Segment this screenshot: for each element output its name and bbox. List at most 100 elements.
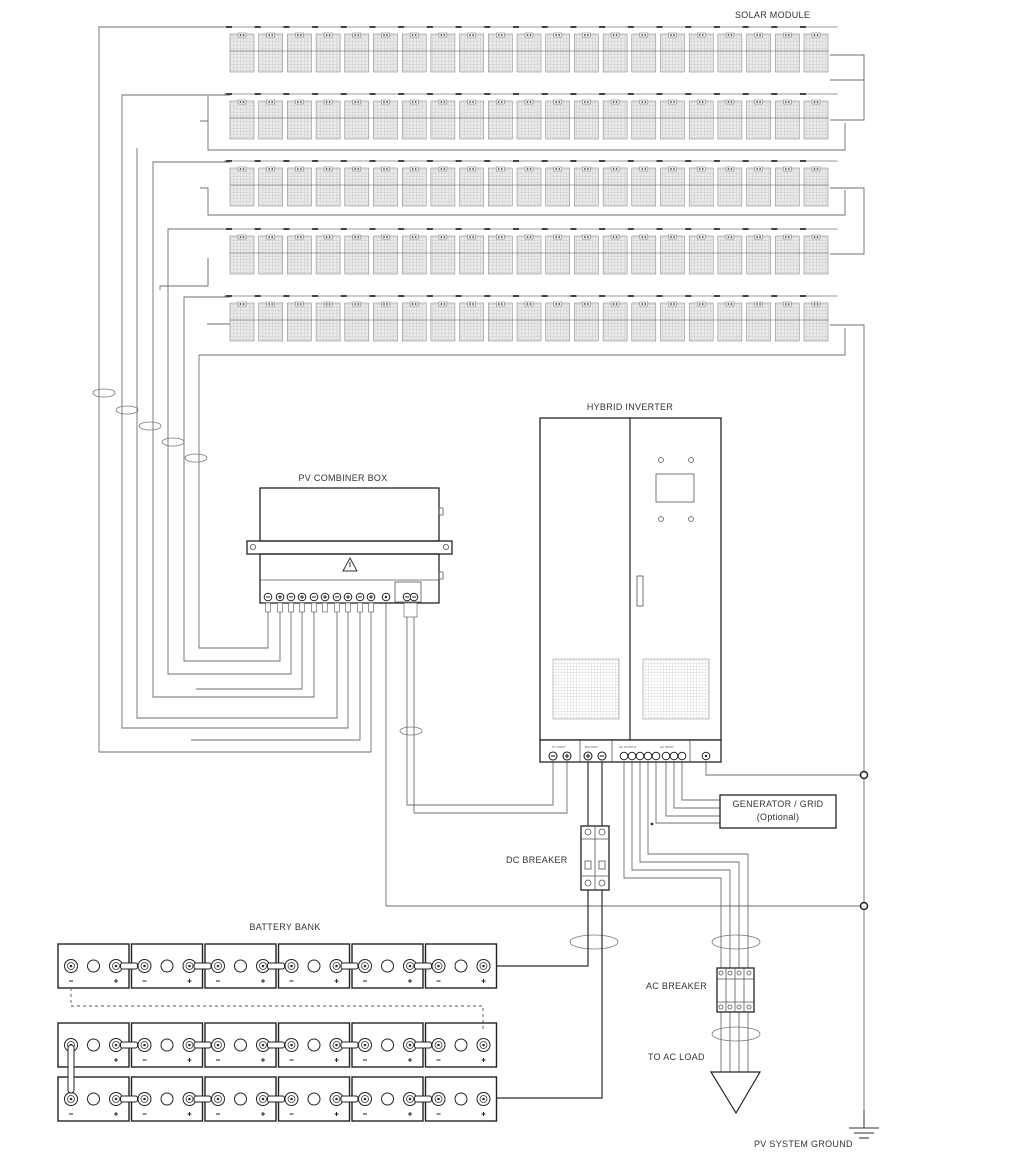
dc-breaker: [580, 825, 610, 891]
battery-link: [193, 1095, 212, 1103]
generator-optional-label: (Optional): [757, 812, 800, 822]
wire: [98, 26, 372, 753]
battery-cap-icon: [381, 959, 394, 973]
wire: [655, 762, 720, 824]
battery-cap-icon: [87, 959, 100, 973]
ac-breaker-label: AC BREAKER: [646, 981, 707, 991]
wire: [200, 120, 846, 151]
wire: [121, 94, 349, 729]
wire: [639, 762, 740, 1072]
battery-link: [267, 1095, 285, 1103]
wire: [196, 612, 303, 690]
wire: [494, 890, 589, 967]
battery-cap-icon: [160, 1038, 174, 1052]
battery-bank: [57, 943, 498, 1122]
battery-link: [340, 962, 359, 970]
terminal: [661, 751, 671, 761]
wire: [183, 296, 281, 662]
wire: [136, 148, 338, 719]
warning-icon: [342, 556, 358, 572]
cable-bundle-icon: [161, 437, 185, 447]
terminal: [677, 751, 687, 761]
battery-bank-label: BATTERY BANK: [249, 922, 320, 932]
battery-link: [340, 1041, 359, 1049]
battery-cap-icon: [307, 1038, 321, 1052]
wire: [647, 762, 749, 1072]
wire: [199, 328, 846, 356]
ac-output-terminal-label: AC OUTPUT: [619, 745, 637, 749]
ac-load-icon: [709, 1071, 762, 1115]
pv-combiner-box-label: PV COMBINER BOX: [298, 473, 387, 483]
battery-link: [67, 1044, 75, 1094]
cable-bundle-icon: [138, 421, 162, 431]
battery-link: [267, 962, 285, 970]
dc-breaker-label: DC BREAKER: [506, 855, 568, 865]
battery-link: [193, 962, 212, 970]
wire: [681, 762, 720, 801]
wire: [830, 54, 865, 121]
battery-link: [267, 1041, 285, 1049]
combiner-terminals: [263, 592, 419, 618]
solar-array: [224, 26, 838, 342]
wire: [167, 228, 292, 675]
battery-cap-icon: [234, 1038, 247, 1052]
pv-system-ground-label: PV SYSTEM GROUND: [754, 1139, 853, 1149]
pv-input-terminal-label: PV INPUT: [552, 745, 566, 749]
battery-cap-icon: [160, 1092, 174, 1106]
battery-link: [414, 1095, 432, 1103]
wire: [631, 762, 731, 1072]
hybrid-inverter: PV INPUT BATTERY AC OUTPUT AC INPUT: [539, 417, 722, 763]
generator-grid-box: GENERATOR / GRID (Optional): [719, 794, 837, 829]
wire: [494, 890, 603, 1099]
to-ac-load-label: TO AC LOAD: [648, 1052, 705, 1062]
battery-link: [340, 1095, 359, 1103]
terminal: [643, 751, 653, 761]
terminal: [635, 751, 645, 761]
vent-grille: [552, 658, 620, 720]
wire: [705, 757, 864, 776]
battery-link: [414, 962, 432, 970]
cable-bundle-icon: [92, 388, 116, 398]
inverter-terminals: [548, 751, 711, 761]
wire: [385, 600, 864, 907]
hybrid-inverter-label: HYBRID INVERTER: [587, 402, 674, 412]
battery-cap-icon: [307, 1092, 321, 1106]
wire: [198, 355, 269, 649]
wire: [623, 762, 722, 1072]
battery-link: [414, 1041, 432, 1049]
battery-cap-icon: [234, 1092, 247, 1106]
pv-combiner-box: [246, 487, 453, 618]
cable-bundle-icon: [711, 1026, 761, 1042]
battery-link: [193, 1041, 212, 1049]
wire: [159, 258, 209, 290]
cable-bundle-icon: [115, 405, 139, 415]
terminal: [619, 751, 629, 761]
ground-node: [859, 901, 869, 911]
cable-bundle-icon: [184, 453, 208, 463]
wire: [830, 324, 865, 1110]
solar-module-label: SOLAR MODULE: [735, 10, 810, 20]
battery-cap-icon: [307, 959, 321, 973]
ground-node: [859, 770, 869, 780]
terminal: [651, 751, 661, 761]
wire: [673, 762, 720, 809]
battery-cap-icon: [234, 959, 247, 973]
battery-terminal-label: BATTERY: [585, 745, 599, 749]
battery-link: [120, 1041, 138, 1049]
vent-grille: [642, 658, 710, 720]
wire: [152, 161, 315, 698]
battery-cap-icon: [381, 1038, 394, 1052]
ac-breaker: [716, 967, 755, 1013]
ground-icon: [849, 1110, 879, 1139]
wire: [665, 762, 720, 817]
battery-link: [120, 1095, 138, 1103]
battery-cap-icon: [454, 1092, 468, 1106]
generator-grid-label: GENERATOR / GRID: [733, 799, 824, 809]
wire: [830, 187, 865, 255]
wire: [406, 600, 554, 806]
battery-cap-icon: [381, 1092, 394, 1106]
battery-cap-icon: [160, 959, 174, 973]
battery-cap-icon: [87, 1038, 100, 1052]
